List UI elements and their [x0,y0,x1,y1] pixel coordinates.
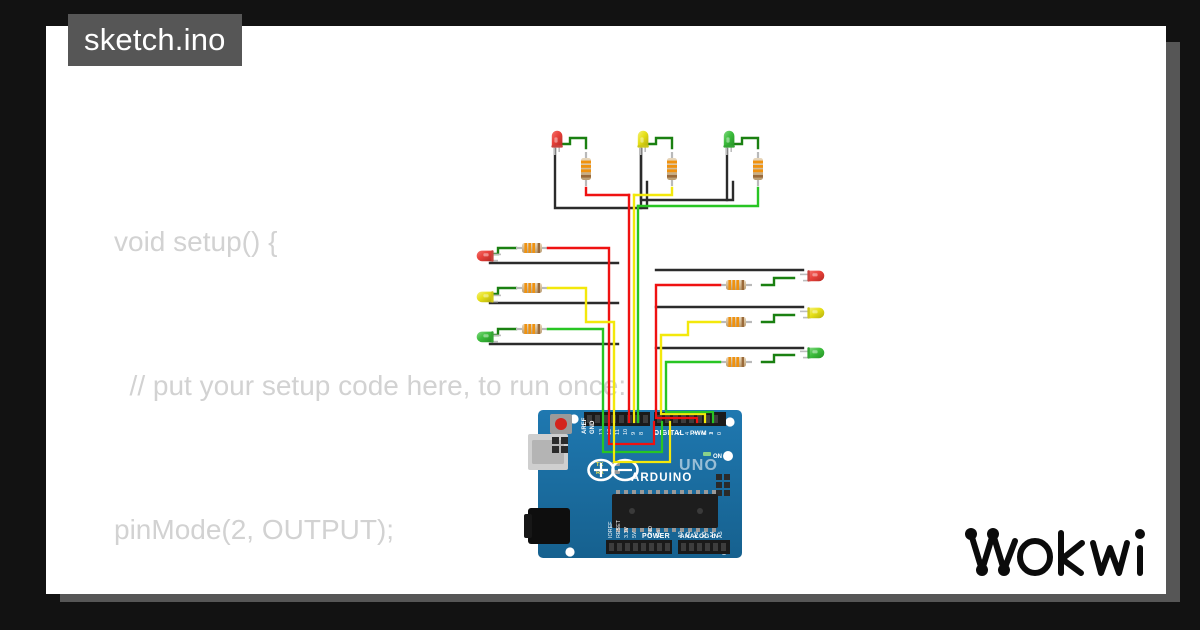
arduino-uno-board: DIGITAL PWM ~ ARDUINO UNO ON TX RX POWER… [524,408,742,558]
led-top-yellow [637,130,649,155]
pin-label-reset: RESET [616,519,622,538]
pin-label: 8 [639,432,645,435]
wokwi-logo [962,521,1152,588]
pin-label-a0: A0 [678,531,684,538]
pin-label-gnd: GND [648,526,654,538]
pin-label: 1 [709,432,715,435]
pin-label-5v: 5V [632,531,638,538]
pin-label-a4: A4 [710,531,716,538]
board-label-tx: TX [596,462,603,468]
board-label-aref: AREF [582,417,588,434]
pin-label-ioref: IOREF [608,521,614,538]
logo-dot-icon [1135,529,1145,539]
pin-label-a5: A5 [718,531,724,538]
pin-label: 0 [717,432,723,435]
led-group-left [476,243,620,420]
board-label-analog: ANALOG IN [680,533,719,540]
pin-label: 9 [631,432,637,435]
pin-label: 7 [653,432,659,435]
pin-label: 6 [661,432,667,435]
circuit-diagram[interactable]: DIGITAL PWM ~ ARDUINO UNO ON TX RX POWER… [466,122,846,572]
board-label-power: POWER [642,533,670,540]
pin-label: 10 [623,429,629,435]
arduino-infinity-logo [587,458,639,482]
pin-label: 3 [693,432,699,435]
board-label-pwm: PWM ~ [690,430,713,437]
pin-label: 5 [677,432,683,435]
led-top-green [723,130,735,155]
led-group-right [654,268,825,420]
wire-trunk [627,193,640,416]
led-top-red [551,130,563,155]
pin-label-3v3: 3.3V [624,527,630,538]
board-silkscreen-model: UNO [679,457,718,474]
editor-card: void setup() { // put your setup code he… [46,26,1166,594]
pin-label-a3: A3 [702,531,708,538]
pin-label-a2: A2 [694,531,700,538]
led-group-top [551,130,763,210]
board-silkscreen-brand: ARDUINO [631,472,692,484]
file-tab-sketch-ino[interactable]: sketch.ino [68,14,242,66]
board-label-gnd: GND [590,420,596,434]
pin-label: 11 [615,429,621,435]
pin-label: 2 [701,432,707,435]
board-label-on: ON [713,454,722,460]
led-right-yellow [800,307,825,319]
pin-label: 4 [685,432,691,435]
led-right-red [800,270,825,282]
pin-label-a1: A1 [686,531,692,538]
pin-label-vin: Vin [656,530,662,538]
file-tab-label: sketch.ino [84,22,226,57]
